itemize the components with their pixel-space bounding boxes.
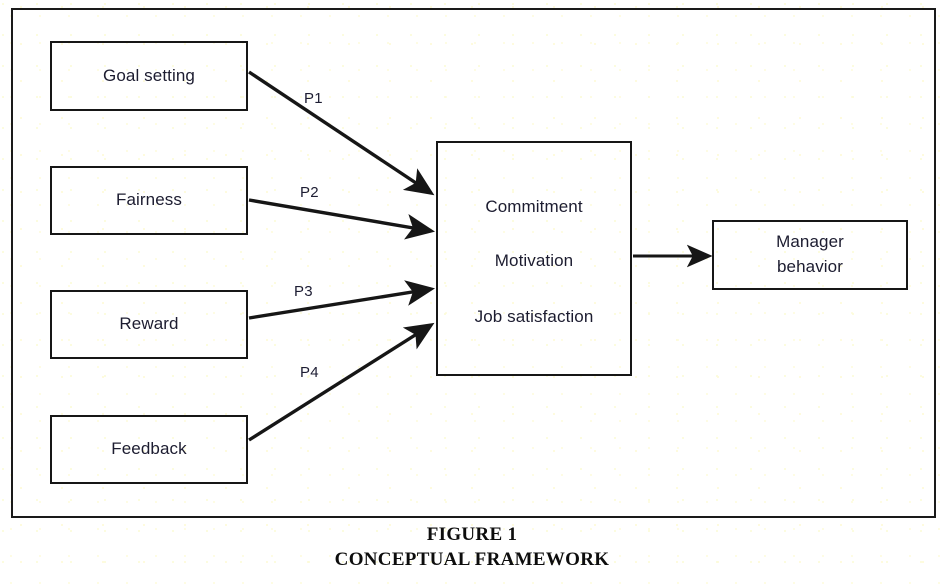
node-feedback-label: Feedback	[111, 439, 187, 459]
node-reward[interactable]: Reward	[50, 290, 248, 359]
node-fairness[interactable]: Fairness	[50, 166, 248, 235]
node-goal-setting-label: Goal setting	[103, 65, 195, 85]
node-manager-behavior-line2: behavior	[776, 257, 843, 276]
node-feedback[interactable]: Feedback	[50, 415, 248, 484]
node-goal-setting[interactable]: Goal setting	[50, 41, 248, 111]
node-manager-behavior[interactable]: Manager behavior	[712, 220, 908, 290]
edge-label-p2: P2	[300, 184, 319, 201]
node-outcomes-line-commitment: Commitment	[485, 197, 583, 216]
edge-label-p4: P4	[300, 364, 319, 381]
figure-caption-title: FIGURE 1	[426, 524, 518, 545]
figure-caption-subtitle: CONCEPTUAL FRAMEWORK	[334, 549, 610, 571]
node-outcomes-line-motivation: Motivation	[494, 251, 574, 270]
node-manager-behavior-line1: Manager	[776, 232, 844, 252]
figure-caption: FIGURE 1 CONCEPTUAL FRAMEWORK	[0, 522, 944, 573]
edge-label-p1: P1	[304, 90, 323, 107]
node-outcomes-line-job-satisfaction: Job satisfaction	[474, 307, 594, 326]
node-reward-label: Reward	[119, 314, 179, 334]
edge-label-p3: P3	[294, 283, 313, 300]
figure-border	[11, 8, 936, 518]
node-outcomes[interactable]: Commitment Motivation Job satisfaction	[436, 141, 632, 376]
node-fairness-label: Fairness	[116, 190, 182, 210]
